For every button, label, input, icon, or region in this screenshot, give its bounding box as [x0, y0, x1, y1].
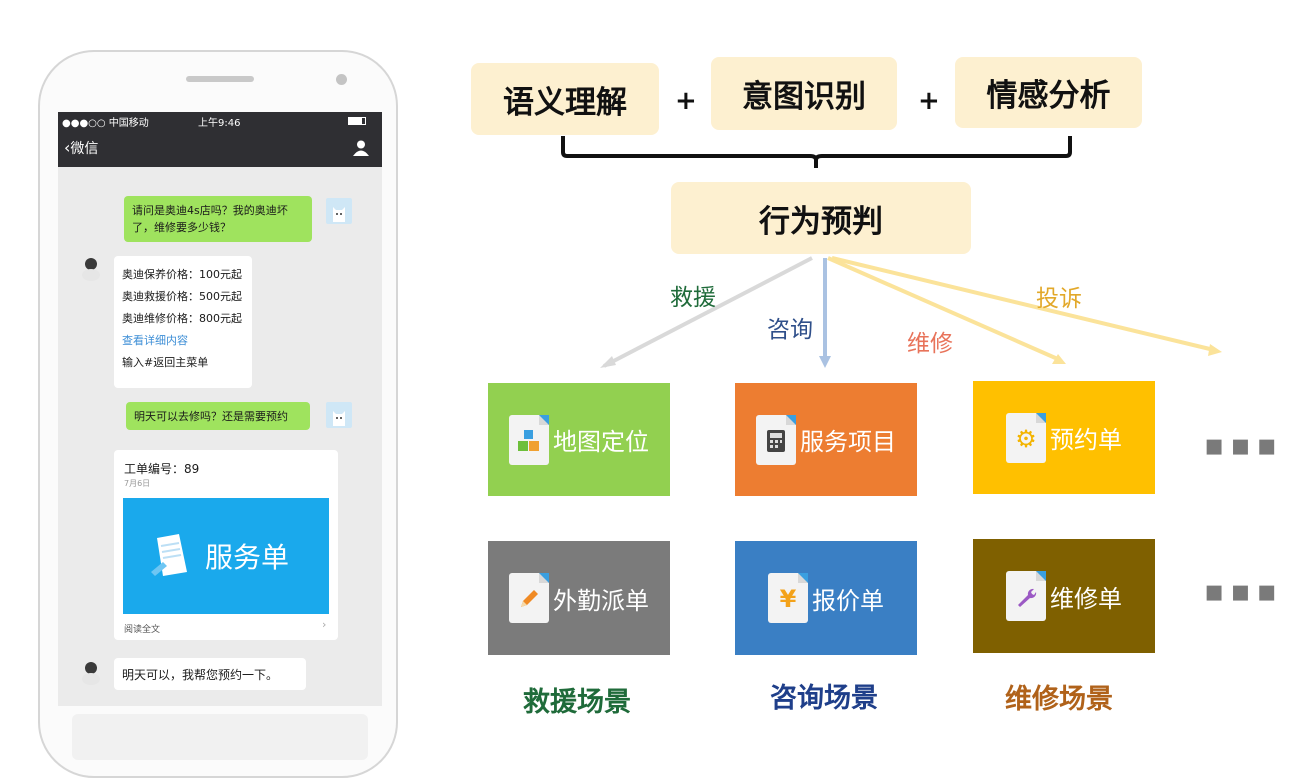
field-dispatch-label: 外勤派单	[553, 581, 649, 616]
edge-label-repair: 维修	[907, 324, 953, 358]
edge-label-rescue: 救援	[670, 278, 716, 312]
arrowhead	[1208, 344, 1222, 356]
map-blocks-icon	[509, 415, 549, 465]
scene-repair: 维修场景	[1005, 677, 1113, 716]
repair-order-label: 维修单	[1050, 579, 1122, 614]
map-location-card: 地图定位	[488, 383, 670, 496]
edge-complaint	[832, 258, 1214, 350]
ellipsis-icon: ▪▪▪	[1204, 428, 1283, 463]
arrowhead	[819, 356, 831, 368]
behavior-prediction-box: 行为预判	[671, 182, 971, 254]
edge-label-consult: 咨询	[767, 310, 813, 344]
calculator-icon	[756, 415, 796, 465]
appointment-order-card: ⚙ 预约单	[973, 381, 1155, 494]
wrench-icon	[1006, 571, 1046, 621]
pencil-icon	[509, 573, 549, 623]
quotation-card: ¥ 报价单	[735, 541, 917, 655]
arrowhead	[600, 356, 616, 368]
map-location-label: 地图定位	[553, 422, 649, 457]
field-dispatch-card: 外勤派单	[488, 541, 670, 655]
merge-brace	[563, 136, 1070, 168]
yen-icon: ¥	[768, 573, 808, 623]
ellipsis-icon: ▪▪▪	[1204, 574, 1283, 609]
edge-label-complaint: 投诉	[1036, 279, 1082, 313]
scene-consult: 咨询场景	[770, 676, 878, 715]
appointment-order-label: 预约单	[1050, 420, 1122, 455]
repair-order-card: 维修单	[973, 539, 1155, 653]
gear-icon: ⚙	[1006, 413, 1046, 463]
service-items-card: 服务项目	[735, 383, 917, 496]
scene-rescue: 救援场景	[523, 680, 631, 719]
service-items-label: 服务项目	[800, 422, 896, 457]
quotation-label: 报价单	[812, 581, 884, 616]
